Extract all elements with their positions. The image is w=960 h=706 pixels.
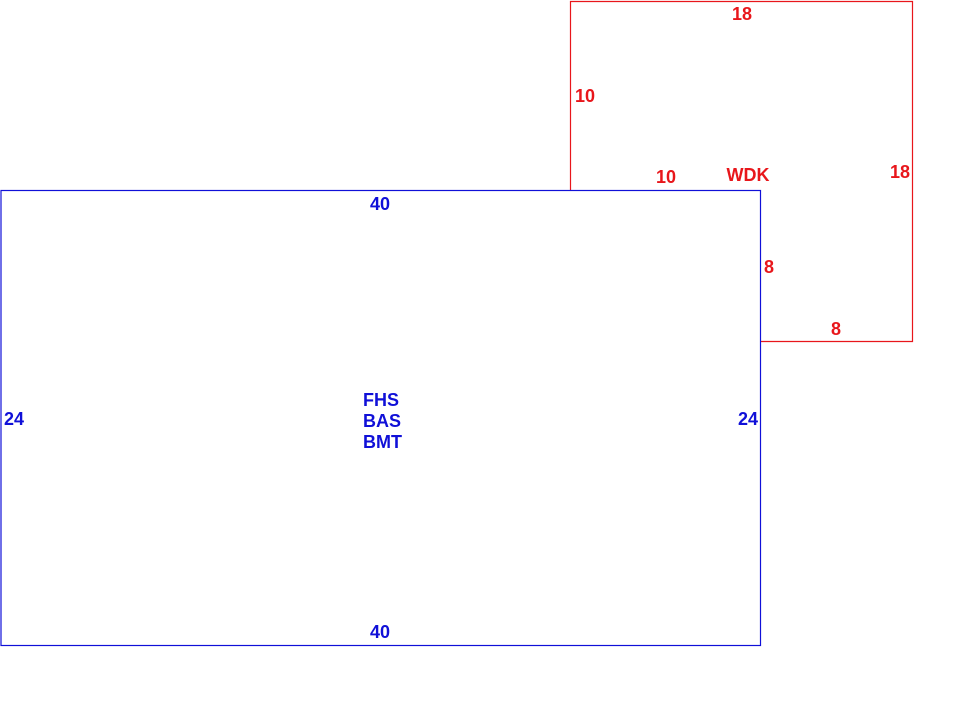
main-bottom-dimension: 40	[370, 622, 390, 642]
main-outline	[0, 189, 762, 647]
main-label-1: FHS	[363, 390, 399, 410]
wdk-top-dimension: 18	[732, 4, 752, 24]
wdk-left-dimension: 10	[575, 86, 595, 106]
main-right-dimension: 24	[738, 409, 758, 429]
main-left-dimension: 24	[4, 409, 24, 429]
wdk-outline	[569, 0, 914, 343]
wdk-right-dimension: 18	[890, 162, 910, 182]
wdk-inner-bottom-dimension: 10	[656, 167, 676, 187]
main-top-dimension: 40	[370, 194, 390, 214]
wdk-label: WDK	[727, 165, 770, 185]
wdk-bottom-dimension: 8	[831, 319, 841, 339]
main-label-2: BAS	[363, 411, 401, 431]
main-label-3: BMT	[363, 432, 402, 452]
wdk-inner-right-dimension: 8	[764, 257, 774, 277]
